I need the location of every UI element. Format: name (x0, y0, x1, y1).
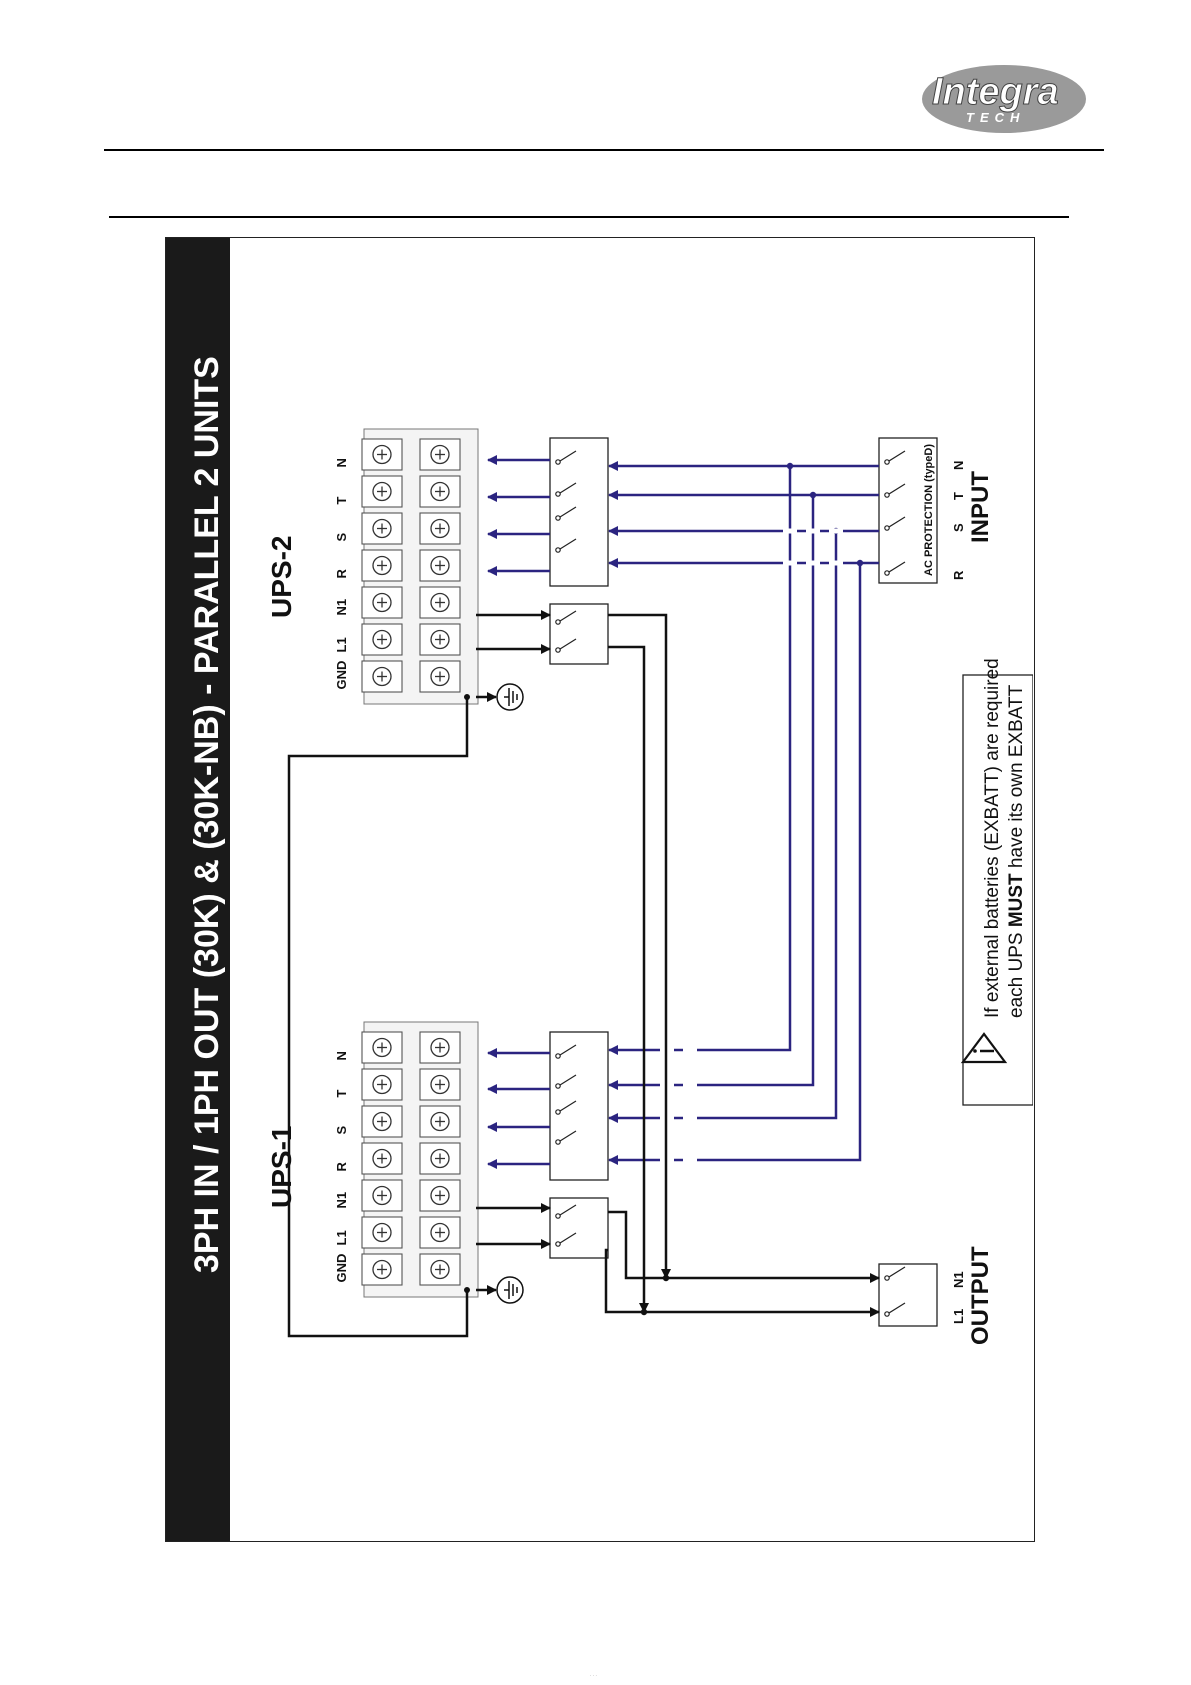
ups2-terminal-label: T (334, 497, 349, 505)
ups1-terminal-l1: L1 (334, 1217, 460, 1248)
input-phase-labels: R S T N (951, 461, 966, 580)
wire-crossing-gaps (660, 531, 843, 1160)
ground-symbol-ups1 (497, 1277, 523, 1303)
wiring-diagram-frame: 3PH IN / 1PH OUT (30K) & (30K-NB) - PARA… (165, 237, 1035, 1542)
page-footer-marks: . . . (590, 1672, 597, 1678)
section-rule (109, 216, 1069, 218)
ups2-terminal-l1: L1 (334, 624, 460, 655)
ups2-terminal-gnd: GND (334, 661, 460, 692)
ups1-output-breaker (550, 1198, 608, 1258)
ups2-terminal-label: R (334, 569, 349, 579)
ups1-terminal-t: T (334, 1069, 460, 1100)
notice-line-2-pre: each UPS (1006, 927, 1027, 1018)
input-phase-s: S (951, 523, 966, 532)
ups2-label: UPS-2 (266, 536, 297, 618)
diagram-title: 3PH IN / 1PH OUT (30K) & (30K-NB) - PARA… (188, 356, 226, 1273)
ups1-label: UPS-1 (266, 1126, 297, 1208)
brand-name: Integra (932, 71, 1059, 113)
three-phase-bus-wiring (488, 460, 879, 1164)
exbatt-notice: If external batteries (EXBATT) are requi… (963, 658, 1033, 1105)
ground-symbol-ups2 (497, 684, 523, 710)
wiring-diagram: 3PH IN / 1PH OUT (30K) & (30K-NB) - PARA… (166, 238, 1033, 1540)
ups2-terminal-label: GND (334, 661, 349, 690)
bus-junction-dots (787, 463, 863, 566)
output-phase-n1: N1 (951, 1271, 966, 1288)
header-rule (104, 149, 1104, 151)
ups1-terminal-label: T (334, 1090, 349, 1098)
notice-line-2: each UPS MUST have its own EXBATT (1006, 684, 1027, 1018)
ups2-input-breaker (550, 438, 608, 586)
ac-protection-label: AC PROTECTION (typeD) (923, 444, 935, 576)
ac-protection-breaker: AC PROTECTION (typeD) (879, 438, 937, 583)
input-label: INPUT (967, 471, 994, 543)
ups2-terminal-s: S (334, 513, 460, 544)
ups1-terminal-gnd: GND (334, 1254, 460, 1285)
notice-line-1: If external batteries (EXBATT) are requi… (982, 658, 1003, 1018)
ups2-terminal-label: N1 (334, 599, 349, 616)
ups1-terminal-label: N1 (334, 1192, 349, 1209)
ups1-terminal-s: S (334, 1106, 460, 1137)
ups1-terminal-label: L1 (334, 1230, 349, 1245)
ups1-terminal-label: S (334, 1126, 349, 1135)
ups1-input-breaker (550, 1032, 608, 1180)
ups2-terminal-n1: N1 (334, 587, 460, 618)
ups2-output-breaker (550, 604, 608, 664)
ups2-terminal-r: R (334, 550, 460, 581)
ups1-terminal-label: GND (334, 1254, 349, 1283)
output-label: OUTPUT (967, 1246, 994, 1345)
ups1-terminal-label: N (334, 1051, 349, 1060)
brand-sub: TECH (966, 110, 1025, 125)
notice-line-2-bold: MUST (1006, 873, 1027, 927)
ups1-terminal-label: R (334, 1162, 349, 1172)
notice-line-2-post: have its own EXBATT (1006, 684, 1027, 873)
input-phase-t: T (951, 492, 966, 500)
ups2-terminal-t: T (334, 476, 460, 507)
ups1-terminal-n: N (334, 1032, 460, 1063)
ups2-terminal-label: N (334, 458, 349, 467)
output-breaker (879, 1264, 937, 1326)
input-phase-r: R (951, 570, 966, 580)
output-phase-l1: L1 (951, 1309, 966, 1324)
output-phase-labels: L1 N1 (951, 1271, 966, 1324)
ups2-terminal-n: N (334, 439, 460, 470)
ups1-terminal-r: R (334, 1143, 460, 1174)
input-phase-n: N (951, 461, 966, 470)
ups2-terminal-label: L1 (334, 637, 349, 652)
ups2-terminal-label: S (334, 533, 349, 542)
ups1-terminal-n1: N1 (334, 1180, 460, 1211)
integra-tech-logo: Integra TECH (914, 52, 1094, 142)
